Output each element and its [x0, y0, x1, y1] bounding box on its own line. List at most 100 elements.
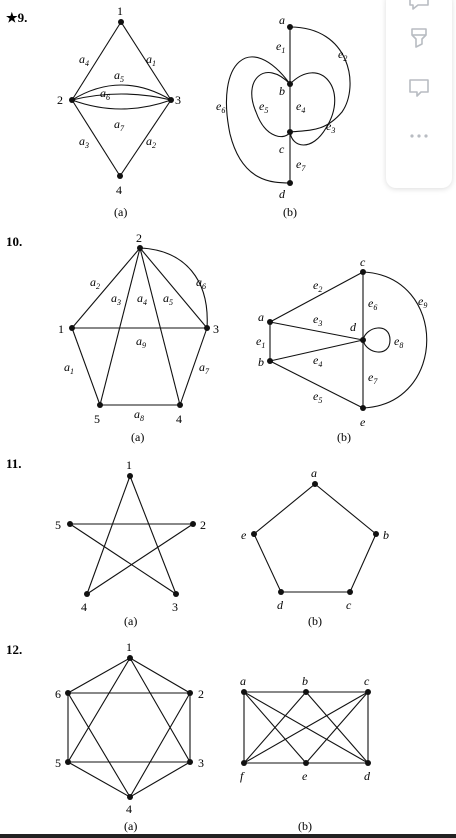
vertex-a — [312, 481, 318, 487]
vertex-label: 4 — [81, 600, 87, 614]
edge-e9 — [362, 271, 428, 409]
edge-label-e7: e7 — [296, 157, 306, 173]
vertex-c — [365, 689, 371, 695]
problem-number-9: ★9. — [6, 10, 27, 25]
vertex-label: b — [302, 674, 308, 688]
vertex-4 — [177, 402, 183, 408]
vertex-1 — [118, 19, 124, 25]
edge-label-e2: e2 — [313, 278, 322, 294]
vertex-label: b — [258, 355, 264, 369]
vertex-1 — [127, 473, 133, 479]
vertex-label: 3 — [198, 756, 204, 770]
edge-label-a2: a2 — [146, 134, 156, 150]
graph-11b: a b c d e (b) — [241, 466, 389, 628]
edge-a3 — [99, 247, 141, 406]
edge-a5 — [71, 84, 172, 101]
vertex-label: f — [240, 769, 245, 783]
vertex-3 — [204, 325, 210, 331]
vertex-d — [278, 589, 284, 595]
edge-e5 — [251, 72, 291, 138]
vertex-label: 5 — [55, 518, 61, 532]
edge-e3 — [269, 321, 364, 341]
caption-11b: (b) — [308, 614, 322, 628]
vertex-label: d — [350, 320, 357, 334]
vertex-label: c — [364, 674, 370, 688]
edge-label-e4: e4 — [296, 99, 305, 115]
edge-label-a6: a6 — [100, 86, 110, 102]
vertex-label: d — [364, 769, 371, 783]
vertex-2 — [190, 521, 196, 527]
vertex-label: 1 — [126, 458, 132, 472]
vertex-2 — [69, 97, 75, 103]
caption-10a: (a) — [131, 430, 144, 444]
edge-label-e1: e1 — [276, 39, 285, 55]
edge-label-a3: a3 — [79, 134, 89, 150]
graph-9b: a b c d e1 e2 e3 e4 e5 e6 e7 (b) — [216, 13, 351, 219]
edge-a3 — [71, 99, 121, 177]
vertex-label: a — [240, 674, 246, 688]
edge-label-e8: e8 — [394, 334, 403, 350]
problem-number-12: 12. — [6, 642, 22, 657]
vertex-label: 1 — [126, 640, 132, 654]
vertex-b — [267, 358, 273, 364]
edge-label-e3: e3 — [313, 312, 322, 328]
highlight-tool-button[interactable] — [405, 24, 433, 52]
vertex-label: e — [360, 415, 366, 429]
edge-5-3 — [69, 523, 177, 595]
edge-label-a8: a8 — [134, 407, 144, 423]
edge-a5 — [139, 247, 208, 329]
edge-c-e — [305, 691, 369, 764]
graph-12b: a b c d e f (b) — [240, 674, 371, 833]
vertex-label: b — [279, 84, 285, 98]
caption-9b: (b) — [283, 205, 297, 219]
edge-label-e9: e9 — [418, 294, 427, 310]
edge-label-a4: a4 — [137, 291, 147, 307]
caption-10b: (b) — [337, 430, 351, 444]
edge-label-a6: a6 — [196, 275, 206, 291]
edge-label-e3: e3 — [326, 119, 335, 135]
vertex-3 — [168, 97, 174, 103]
vertex-label: d — [277, 598, 284, 612]
page-bottom-border — [0, 834, 456, 838]
vertex-e — [360, 405, 366, 411]
vertex-a — [241, 689, 247, 695]
edge-label-a1: a1 — [146, 52, 156, 68]
edge-label-a2: a2 — [90, 275, 100, 291]
graph-9a: 1 2 3 4 a4 a1 a5 a6 a7 a3 a2 (a) — [57, 4, 181, 219]
edge-b-f — [243, 691, 307, 764]
vertex-e — [251, 531, 257, 537]
annotation-toolbar — [386, 0, 452, 188]
edge-a6 — [71, 93, 172, 101]
edge-a1 — [71, 327, 101, 406]
edge-label-a1: a1 — [64, 360, 74, 376]
vertex-label: a — [279, 13, 285, 27]
comment-tool-button[interactable] — [405, 0, 433, 16]
edge-a6 — [139, 247, 208, 329]
edge-e6 — [225, 56, 291, 184]
edge-label-a7: a7 — [199, 360, 210, 376]
edge-e3 — [289, 72, 336, 146]
vertex-a — [287, 24, 293, 30]
edge-label-a4: a4 — [79, 52, 89, 68]
edge-label-e2: e2 — [338, 47, 347, 63]
speech-bubble-icon — [409, 0, 429, 10]
more-dots-icon — [410, 134, 428, 138]
vertex-4 — [127, 794, 133, 800]
vertex-label: c — [360, 255, 366, 269]
vertex-d — [365, 760, 371, 766]
caption-12a: (a) — [124, 819, 137, 833]
note-tool-button[interactable] — [405, 74, 433, 102]
edge-label-e7: e7 — [368, 370, 378, 386]
vertex-1 — [69, 325, 75, 331]
edge-e5 — [269, 360, 364, 409]
vertex-a — [267, 319, 273, 325]
vertex-6 — [65, 690, 71, 696]
vertex-label: d — [279, 187, 286, 201]
caption-9a: (a) — [114, 205, 127, 219]
more-tool-button[interactable] — [405, 122, 433, 150]
edge-a4 — [71, 21, 122, 101]
edge-label-e6: e6 — [216, 99, 225, 115]
vertex-e — [303, 760, 309, 766]
